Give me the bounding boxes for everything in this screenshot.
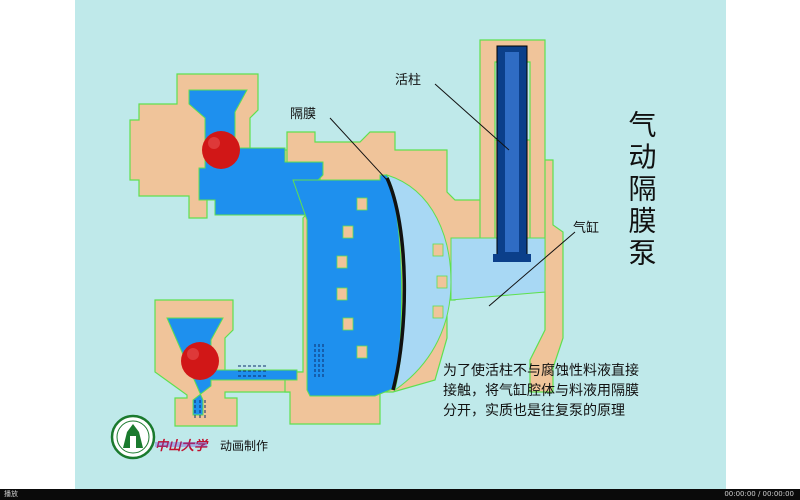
university-logo — [110, 414, 156, 460]
diaphragm-supports — [336, 197, 448, 359]
description-line-3: 分开，实质也是往复泵的原理 — [443, 402, 625, 419]
cylinder-label: 气缸 — [573, 220, 599, 236]
diagram-canvas: 隔膜 活柱 气缸 气动隔膜泵 为了使活柱不与腐蚀性料液直接 接触，将气缸腔体与料… — [75, 0, 726, 489]
lower-valve-ball — [181, 342, 219, 380]
piston-label: 活柱 — [395, 73, 421, 88]
description-line-1: 为了使活柱不与腐蚀性料液直接 — [443, 362, 639, 379]
upper-valve-ball — [202, 131, 240, 169]
description-line-2: 接触，将气缸腔体与料液用隔膜 — [443, 382, 639, 399]
play-button[interactable]: 播放 — [4, 490, 18, 498]
leader-lines — [329, 83, 576, 307]
player-bar: 播放 00:00:00 / 00:00:00 — [0, 489, 800, 500]
diaphragm-label: 隔膜 — [290, 107, 316, 122]
maker-label: 动画制作 — [220, 439, 268, 453]
diagram-title: 气动隔膜泵 — [625, 110, 658, 270]
flow-dashes — [194, 344, 324, 420]
diaphragm-membrane — [385, 177, 407, 391]
school-name: 中山大学 — [155, 438, 209, 454]
timecode: 00:00:00 / 00:00:00 — [724, 490, 794, 498]
